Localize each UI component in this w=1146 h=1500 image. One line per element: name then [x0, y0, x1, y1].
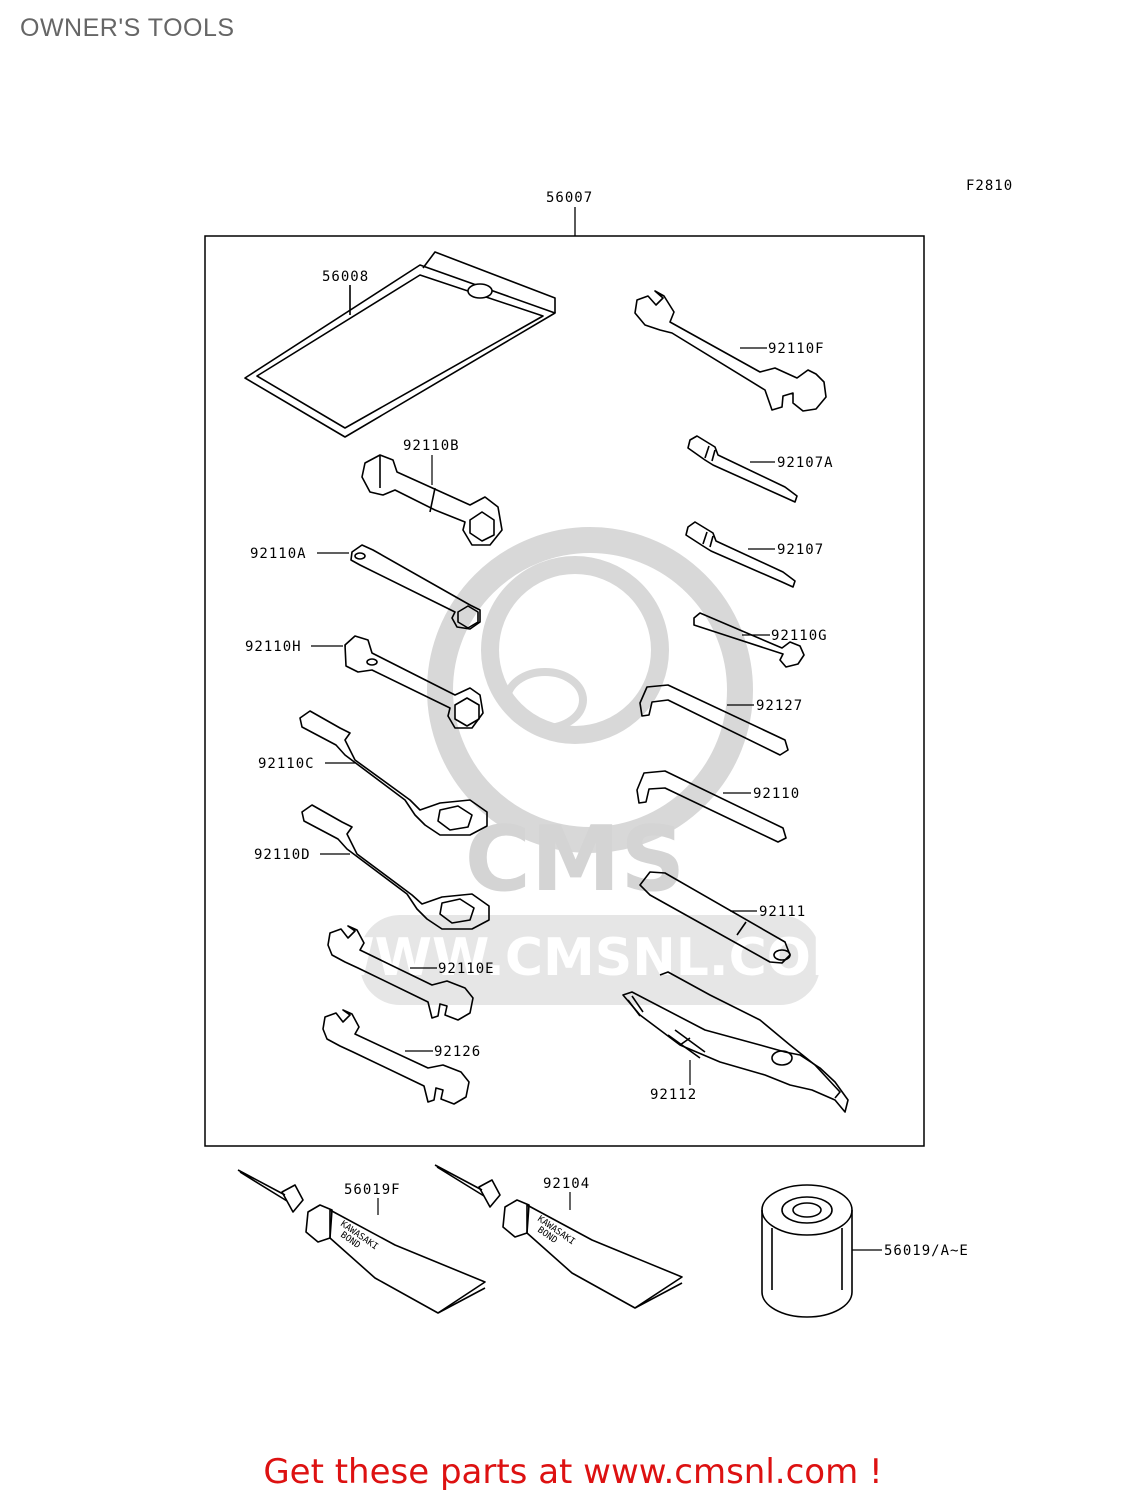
hex-key-92127-icon — [639, 684, 789, 756]
label-56019-A-E: 56019/A~E — [884, 1243, 969, 1259]
screwdriver-icon — [685, 521, 796, 588]
label-92110C: 92110C — [258, 756, 315, 772]
open-wrench-f-icon — [634, 290, 827, 412]
page-title: OWNER'S TOOLS — [20, 14, 235, 42]
ring-wrench-d-icon — [301, 804, 490, 930]
label-92127: 92127 — [756, 698, 803, 714]
box-socket-b-icon — [361, 454, 503, 546]
label-92112: 92112 — [650, 1087, 697, 1103]
kit-box — [204, 235, 925, 1147]
label-56008: 56008 — [322, 269, 369, 285]
label-92111: 92111 — [759, 904, 806, 920]
label-92107A: 92107A — [777, 455, 834, 471]
label-92126: 92126 — [434, 1044, 481, 1060]
label-92110A: 92110A — [250, 546, 307, 562]
pliers-icon — [622, 971, 849, 1113]
handle-bar-icon — [639, 871, 791, 964]
cta-link[interactable]: Get these parts at www.cmsnl.com ! — [263, 1452, 883, 1492]
socket-h-icon — [344, 635, 484, 729]
label-92104: 92104 — [543, 1176, 590, 1192]
open-wrench-92126-icon — [322, 1009, 470, 1105]
ring-wrench-c-icon — [299, 710, 488, 836]
watermark-url: WWW.CMSNL.COM — [317, 928, 862, 988]
label-56019F: 56019F — [344, 1182, 401, 1198]
oil-filter-icon — [761, 1184, 853, 1318]
label-92110E: 92110E — [438, 961, 495, 977]
figure-code: F2810 — [966, 178, 1013, 194]
label-92110D: 92110D — [254, 847, 311, 863]
cms-watermark: CMS WWW.CMSNL.COM — [317, 527, 863, 1005]
label-92110B: 92110B — [403, 438, 460, 454]
label-92110H: 92110H — [245, 639, 302, 655]
label-92110: 92110 — [753, 786, 800, 802]
hex-key-92110-icon — [636, 770, 787, 843]
open-wrench-e-icon — [327, 925, 474, 1021]
label-56007: 56007 — [546, 190, 593, 206]
tool-pouch-icon — [244, 251, 556, 438]
spanner-g-icon — [693, 612, 805, 668]
label-92110G: 92110G — [771, 628, 828, 644]
socket-a-icon — [350, 544, 481, 630]
label-92107: 92107 — [777, 542, 824, 558]
screwdriver-a-icon — [687, 435, 798, 503]
label-92110F: 92110F — [768, 341, 825, 357]
